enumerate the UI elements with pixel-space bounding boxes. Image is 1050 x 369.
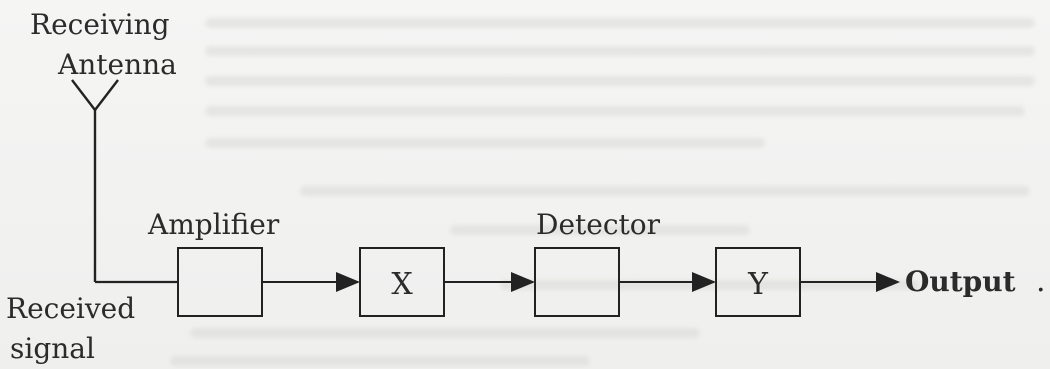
receiving-antenna-label-line2: Antenna	[57, 48, 177, 81]
output-label: Output	[905, 265, 1016, 298]
received-signal-label-line1: Received	[6, 292, 135, 325]
amplifier-block	[177, 247, 263, 317]
received-signal-label-line2: signal	[10, 332, 95, 365]
receiving-antenna-label-line1: Receiving	[30, 8, 170, 41]
block-y-label: Y	[747, 267, 769, 302]
antenna-icon	[71, 79, 119, 112]
detector-block	[534, 247, 620, 317]
trailing-mark: .	[1036, 264, 1046, 299]
detector-label: Detector	[536, 208, 661, 241]
block-x-label: X	[391, 267, 413, 302]
amplifier-label: Amplifier	[147, 208, 280, 241]
